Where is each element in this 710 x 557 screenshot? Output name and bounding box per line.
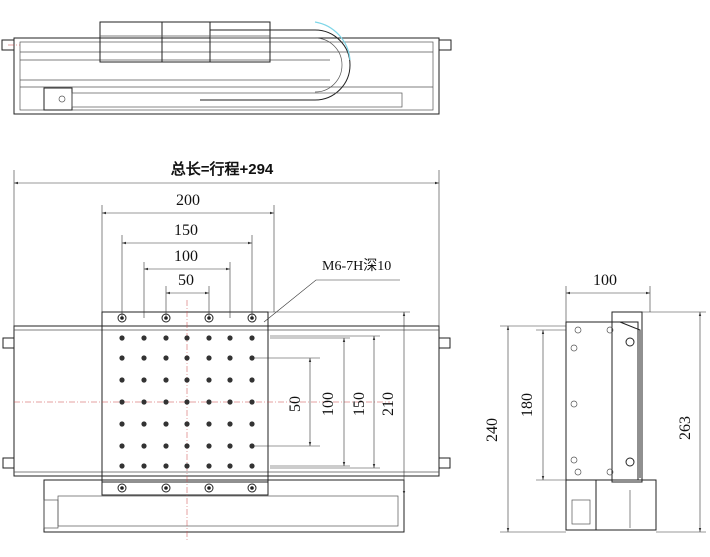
- mounting-hole: [206, 421, 212, 427]
- mounting-hole: [163, 335, 169, 341]
- mounting-hole: [141, 399, 147, 405]
- mounting-hole: [206, 377, 212, 383]
- mounting-hole: [163, 463, 169, 469]
- mounting-hole: [206, 443, 212, 449]
- mounting-hole: [119, 377, 125, 383]
- mounting-hole: [184, 335, 190, 341]
- threaded-hole: [161, 483, 171, 493]
- mounting-hole: [184, 377, 190, 383]
- mounting-hole: [249, 335, 255, 341]
- mounting-hole: [184, 355, 190, 361]
- mounting-hole: [119, 463, 125, 469]
- mounting-hole: [141, 355, 147, 361]
- dimension-labels: 总长=行程+294 200 150 100 50 M6-7H深10 50 100…: [171, 160, 694, 442]
- dim-180-label: 180: [519, 393, 536, 417]
- mounting-hole: [163, 443, 169, 449]
- mounting-hole: [184, 443, 190, 449]
- threaded-hole: [204, 483, 214, 493]
- mounting-hole: [227, 335, 233, 341]
- mounting-hole: [141, 443, 147, 449]
- mounting-hole: [184, 463, 190, 469]
- hole-pattern: [117, 313, 257, 493]
- dim-h100-label: 100: [320, 392, 337, 416]
- dim-263-label: 263: [677, 416, 694, 440]
- mounting-hole: [141, 377, 147, 383]
- threaded-hole-core: [120, 486, 124, 490]
- mounting-hole: [184, 399, 190, 405]
- dim-h150-label: 150: [351, 392, 368, 416]
- mounting-hole: [227, 377, 233, 383]
- threaded-hole: [117, 483, 127, 493]
- mounting-hole: [249, 421, 255, 427]
- mounting-hole: [119, 399, 125, 405]
- threaded-hole-core: [250, 486, 254, 490]
- mounting-hole: [249, 399, 255, 405]
- side-view: [565, 311, 657, 531]
- mounting-hole: [227, 355, 233, 361]
- mounting-hole: [141, 463, 147, 469]
- mounting-hole: [206, 463, 212, 469]
- thread-spec-label: M6-7H深10: [322, 258, 391, 274]
- mounting-hole: [141, 335, 147, 341]
- thread-leader: [263, 279, 400, 323]
- dim-100-label: 100: [174, 248, 198, 265]
- mounting-hole: [163, 421, 169, 427]
- mounting-hole: [249, 463, 255, 469]
- mounting-hole: [119, 443, 125, 449]
- mounting-hole: [119, 335, 125, 341]
- cable-arc: [314, 21, 351, 61]
- mounting-hole: [184, 421, 190, 427]
- top-view: [1, 21, 452, 115]
- mounting-hole: [249, 377, 255, 383]
- dim-50-label: 50: [178, 272, 194, 289]
- dim-240-label: 240: [484, 418, 501, 442]
- mounting-hole: [163, 377, 169, 383]
- dim-150-label: 150: [174, 222, 198, 239]
- dim-h50-label: 50: [287, 396, 304, 412]
- dim-h210-label: 210: [380, 392, 397, 416]
- threaded-hole: [247, 483, 257, 493]
- total-length-label: 总长=行程+294: [171, 160, 274, 178]
- mounting-hole: [119, 421, 125, 427]
- mounting-hole: [206, 399, 212, 405]
- mounting-hole: [163, 399, 169, 405]
- front-view: [2, 279, 451, 540]
- mounting-hole: [206, 355, 212, 361]
- mounting-hole: [206, 335, 212, 341]
- mounting-hole: [119, 355, 125, 361]
- dim-200-label: 200: [176, 192, 200, 209]
- mounting-hole: [163, 355, 169, 361]
- threaded-hole-core: [207, 486, 211, 490]
- mounting-hole: [227, 421, 233, 427]
- side-width-label: 100: [593, 272, 617, 289]
- mounting-hole: [227, 443, 233, 449]
- mounting-hole: [227, 463, 233, 469]
- mounting-hole: [141, 421, 147, 427]
- dimension-lines: [13, 170, 706, 533]
- mounting-hole: [227, 399, 233, 405]
- threaded-hole-core: [164, 486, 168, 490]
